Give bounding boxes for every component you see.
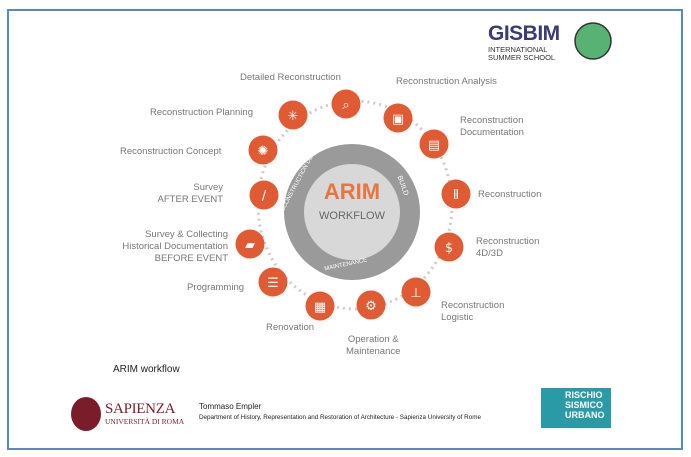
department: Department of History, Representation an… (199, 414, 481, 421)
label-detailed-reconstruction: Detailed Reconstruction (240, 72, 341, 83)
step-node (305, 291, 335, 321)
label-line: Maintenance (346, 346, 401, 357)
step-node (401, 277, 431, 307)
clipboard-icon: ☰ (267, 276, 279, 291)
logo-line1: INTERNATIONAL (488, 45, 548, 54)
label-line: Documentation (460, 127, 524, 138)
cube-icon: ▣ (392, 112, 404, 127)
ruler-icon: / (262, 189, 267, 204)
step-node (258, 267, 288, 297)
floorplan-icon: ▦ (314, 300, 326, 315)
globe-icon (575, 23, 611, 59)
book-icon: ▰ (245, 238, 255, 253)
step-node (383, 103, 413, 133)
label-line: Reconstruction (441, 300, 505, 311)
rischio-sismico-logo: RISCHIO SISMICO URBANO (541, 388, 611, 428)
label-renovation: Renovation (266, 322, 315, 333)
label-line: AFTER EVENT (157, 194, 223, 205)
step-node (441, 179, 471, 209)
label-line: Operation & (347, 334, 399, 345)
gear-icon: ⚙ (365, 299, 377, 314)
label-programming: Programming (187, 282, 245, 293)
step-node (249, 180, 279, 210)
label-line: Logistic (441, 312, 474, 323)
label-reconstruction-analysis: Reconstruction Analysis (396, 76, 497, 87)
label-reconstruction-planning: Reconstruction Planning (150, 107, 253, 118)
partner-line: URBANO (565, 410, 605, 420)
label-reconstruction-concept: Reconstruction Concept (120, 146, 222, 157)
author: Tommaso Empler (199, 402, 262, 411)
step-node (419, 129, 449, 159)
label-reconstruction: Reconstruction (478, 189, 542, 200)
slide-frame (7, 9, 683, 450)
logo-line2: SUMMER SCHOOL (488, 53, 556, 62)
step-node (248, 135, 278, 165)
network-icon: ✳ (288, 109, 299, 124)
university-sub: UNIVERSITÀ DI ROMA (105, 417, 185, 426)
caption: ARIM workflow (113, 364, 180, 375)
step-node (356, 290, 386, 320)
university-name: SAPIENZA (105, 401, 176, 417)
lightbulb-icon: ✺ (258, 144, 269, 159)
column-icon: Ⅱ (453, 188, 459, 203)
label-line: BEFORE EVENT (154, 253, 228, 264)
label-line: Survey & Collecting (145, 229, 228, 240)
logo-name: GISBIM (488, 22, 560, 45)
center-title: ARIM (323, 179, 381, 204)
inner-circle (304, 164, 400, 260)
label-operation-maintenance: Operation &Maintenance (346, 334, 400, 358)
label-line: Historical Documentation (122, 241, 228, 252)
time-money-icon: $ (445, 241, 453, 256)
gisbim-logo: GISBIM INTERNATIONAL SUMMER SCHOOL (488, 22, 560, 62)
partner-line: RISCHIO (565, 390, 603, 400)
step-node (434, 232, 464, 262)
label-line: Survey (193, 182, 223, 193)
step-node (278, 100, 308, 130)
step-node (331, 89, 361, 119)
label-line: 4D/3D (476, 248, 503, 259)
center-subtitle: WORKFLOW (319, 210, 385, 222)
label-line: Reconstruction (476, 236, 540, 247)
magnifier-icon: ⌕ (342, 98, 349, 113)
partner-line: SISMICO (565, 400, 604, 410)
label-line: Reconstruction (460, 115, 524, 126)
step-node (235, 229, 265, 259)
document-icon: ▤ (428, 138, 440, 153)
crane-icon: ⊥ (410, 286, 421, 301)
